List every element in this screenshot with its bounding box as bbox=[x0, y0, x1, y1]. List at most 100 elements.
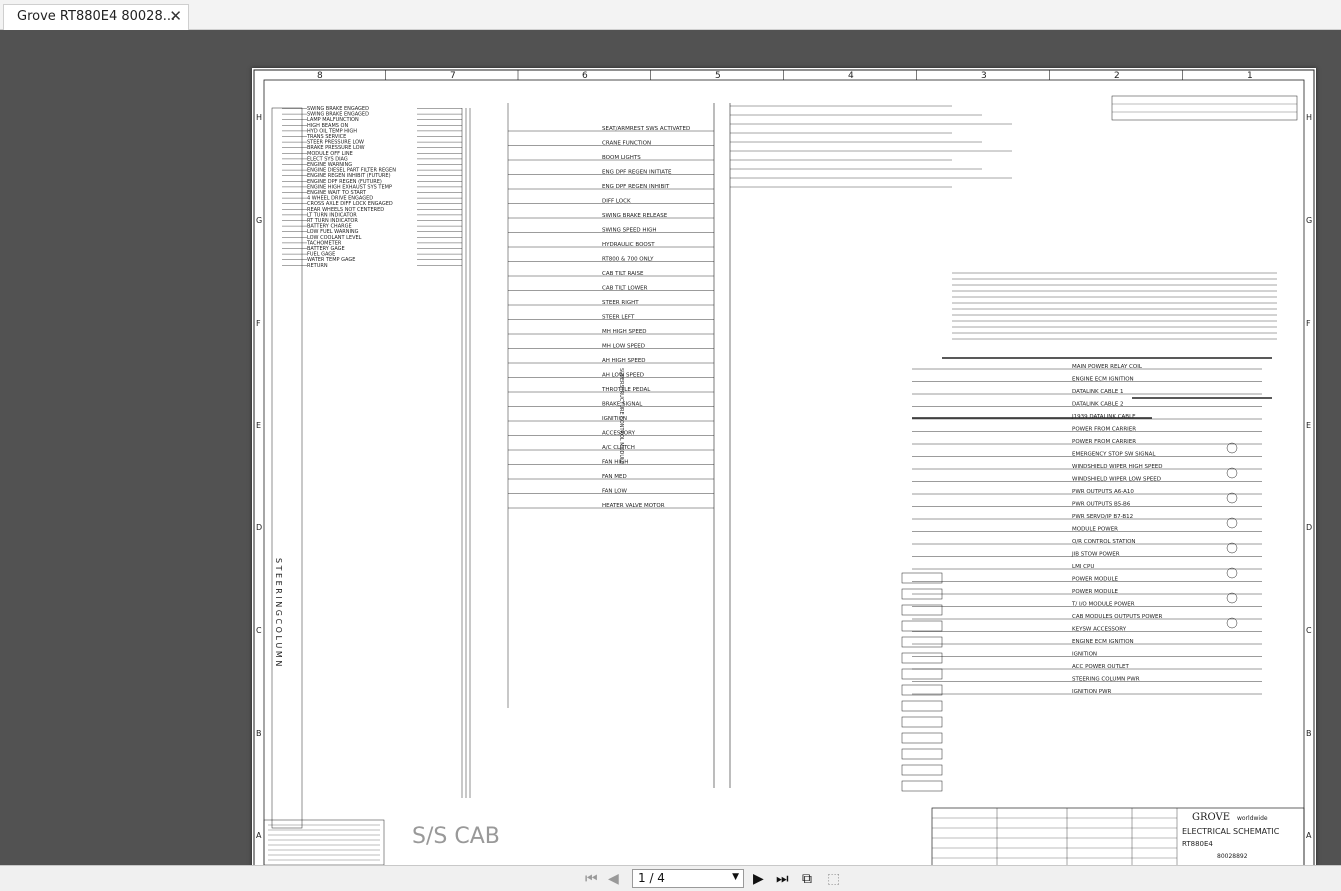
rotate-icon[interactable]: ⧉ bbox=[802, 871, 812, 887]
connector-box bbox=[901, 620, 943, 632]
relay-symbol bbox=[1226, 517, 1238, 529]
mid-function-label: BOOM LIGHTS bbox=[602, 155, 641, 161]
schematic-page: 8877665544332211HHGGFFEEDDCCBBAASWING BR… bbox=[252, 68, 1316, 890]
right-function-label: ENGINE ECM IGNITION bbox=[1072, 377, 1134, 383]
mid-function-label: STEER LEFT bbox=[602, 315, 635, 321]
document-tab[interactable]: Grove RT880E4 80028... ✕ bbox=[3, 4, 189, 30]
last-page-icon[interactable]: ⏭ bbox=[776, 871, 789, 887]
mid-function-label: ENG DPF REGEN INHIBIT bbox=[602, 184, 670, 190]
mid-function-label: AH HIGH SPEED bbox=[602, 358, 646, 364]
right-function-label: POWER MODULE bbox=[1072, 589, 1119, 595]
right-function-label: EMERGENCY STOP SW SIGNAL bbox=[1072, 452, 1156, 458]
prev-page-icon[interactable]: ◀ bbox=[608, 871, 619, 887]
left-indicator-label: RT TURN INDICATOR bbox=[307, 218, 358, 224]
right-function-label: POWER FROM CARRIER bbox=[1072, 427, 1136, 433]
row-label-right: F bbox=[1306, 319, 1311, 328]
pager-toolbar: ⏮ ◀ 1 / 4 ▼ ▶ ⏭ ⧉ ⬚ bbox=[0, 865, 1341, 891]
left-indicator-label: CROSS AXLE DIFF LOCK ENGAGED bbox=[307, 201, 393, 207]
left-indicator-label: SWING BRAKE ENGAGED bbox=[307, 112, 369, 118]
right-function-label: KEYSW ACCESSORY bbox=[1072, 627, 1127, 633]
right-function-label: PWR OUTPUTS B5-B6 bbox=[1072, 502, 1131, 508]
page-select-value: 1 / 4 bbox=[638, 871, 665, 885]
left-indicator-label: ENGINE DIESEL PART FILTER REGEN bbox=[307, 168, 396, 174]
mid-function-label: ACCESSORY bbox=[602, 431, 636, 437]
tab-title: Grove RT880E4 80028... bbox=[17, 9, 176, 24]
mid-function-label: BRAKE SIGNAL bbox=[602, 402, 643, 408]
left-indicator-label: SWING BRAKE ENGAGED bbox=[307, 106, 369, 112]
row-label-right: B bbox=[1306, 729, 1312, 738]
relay-symbol bbox=[1226, 442, 1238, 454]
mid-function-label: CRANE FUNCTION bbox=[602, 141, 651, 147]
left-indicator-label: ELECT SYS DIAG bbox=[307, 156, 348, 162]
mid-function-label: IGNITION bbox=[602, 416, 627, 422]
page-select[interactable]: 1 / 4 ▼ bbox=[632, 869, 744, 888]
mid-function-label: MH HIGH SPEED bbox=[602, 329, 647, 335]
left-indicator-label: HYD OIL TEMP HIGH bbox=[307, 128, 357, 134]
chevron-down-icon: ▼ bbox=[732, 872, 739, 882]
right-function-label: IGNITION PWR bbox=[1072, 689, 1112, 695]
right-function-label: WINDSHIELD WIPER LOW SPEED bbox=[1072, 477, 1161, 483]
close-icon[interactable]: ✕ bbox=[169, 7, 182, 25]
right-function-label: PWR OUTPUTS A6-A10 bbox=[1072, 489, 1134, 495]
column-label-top: 3 bbox=[981, 71, 987, 81]
connector-box bbox=[901, 572, 943, 584]
row-label-right: C bbox=[1306, 626, 1312, 635]
revision-block bbox=[1111, 95, 1298, 121]
mid-function-label: HYDRAULIC BOOST bbox=[602, 242, 655, 248]
row-label-left: F bbox=[256, 319, 261, 328]
right-function-label: POWER FROM CARRIER bbox=[1072, 439, 1136, 445]
left-indicator-label: LOW COOLANT LEVEL bbox=[307, 235, 362, 241]
steering-column-label: S T E E R I N G C O L U M N bbox=[274, 558, 283, 666]
connector-box bbox=[901, 780, 943, 792]
relay-symbol bbox=[1226, 542, 1238, 554]
column-label-top: 7 bbox=[450, 71, 456, 81]
left-indicator-label: ENGINE WARNING bbox=[307, 162, 352, 168]
mid-function-label: DIFF LOCK bbox=[602, 199, 631, 205]
left-indicator-label: TRANS SERVICE bbox=[306, 134, 346, 140]
left-indicator-label: TACHOMETER bbox=[306, 240, 342, 246]
cab-label: S/S CAB bbox=[412, 824, 500, 849]
right-function-label: MAIN POWER RELAY COIL bbox=[1072, 364, 1143, 370]
column-label-top: 2 bbox=[1114, 71, 1120, 81]
mid-function-label: CAB TILT LOWER bbox=[602, 286, 648, 292]
first-page-icon[interactable]: ⏮ bbox=[585, 871, 598, 887]
row-label-left: G bbox=[256, 216, 262, 225]
right-function-label: T/ I/O MODULE POWER bbox=[1071, 602, 1135, 608]
left-indicator-label: MODULE OFF LINE bbox=[307, 151, 353, 157]
title-text: ELECTRICAL SCHEMATIC bbox=[1182, 827, 1280, 836]
left-indicator-label: LT TURN INDICATOR bbox=[307, 212, 357, 218]
right-function-label: LMI CPU bbox=[1072, 564, 1094, 570]
mid-function-label: MH LOW SPEED bbox=[602, 344, 645, 350]
connector-box bbox=[901, 604, 943, 616]
mid-function-label: SEAT/ARMREST SWS ACTIVATED bbox=[602, 126, 690, 132]
row-label-left: E bbox=[256, 421, 261, 430]
row-label-right: D bbox=[1306, 523, 1312, 532]
right-function-label: MODULE POWER bbox=[1072, 527, 1118, 533]
fit-page-icon[interactable]: ⬚ bbox=[827, 871, 841, 887]
connector-box bbox=[901, 636, 943, 648]
mid-function-label: FAN LOW bbox=[602, 489, 627, 495]
column-label-top: 8 bbox=[317, 71, 323, 81]
connector-box bbox=[901, 588, 943, 600]
mid-function-label: FAN HIGH bbox=[602, 460, 628, 466]
left-indicator-label: LAMP MALFUNCTION bbox=[307, 117, 359, 123]
relay-symbol bbox=[1226, 567, 1238, 579]
row-label-right: G bbox=[1306, 216, 1312, 225]
right-function-label: IGNITION bbox=[1072, 652, 1097, 658]
connector-box bbox=[901, 652, 943, 664]
mid-function-label: ENG DPF REGEN INITIATE bbox=[602, 170, 672, 176]
right-function-label: PWR SERVO/IP B7-B12 bbox=[1072, 514, 1133, 520]
mid-function-label: THROTTLE PEDAL bbox=[601, 387, 651, 393]
right-function-label: CAB MODULES OUTPUTS POWER bbox=[1072, 614, 1162, 620]
connector-box bbox=[901, 700, 943, 712]
row-label-right: H bbox=[1306, 113, 1312, 122]
column-label-top: 1 bbox=[1247, 71, 1253, 81]
next-page-icon[interactable]: ▶ bbox=[753, 871, 764, 887]
right-function-label: JIB STOW POWER bbox=[1071, 552, 1120, 558]
row-label-left: C bbox=[256, 626, 262, 635]
tab-bar: Grove RT880E4 80028... ✕ bbox=[0, 0, 1341, 30]
module-label: SUPERSTRUCTURE CONTROL MODULE bbox=[618, 368, 624, 464]
notes-block bbox=[263, 819, 385, 866]
left-indicator-label: ENGINE REGEN INHIBIT (FUTURE) bbox=[307, 173, 391, 179]
document-viewer: 8877665544332211HHGGFFEEDDCCBBAASWING BR… bbox=[0, 30, 1341, 890]
